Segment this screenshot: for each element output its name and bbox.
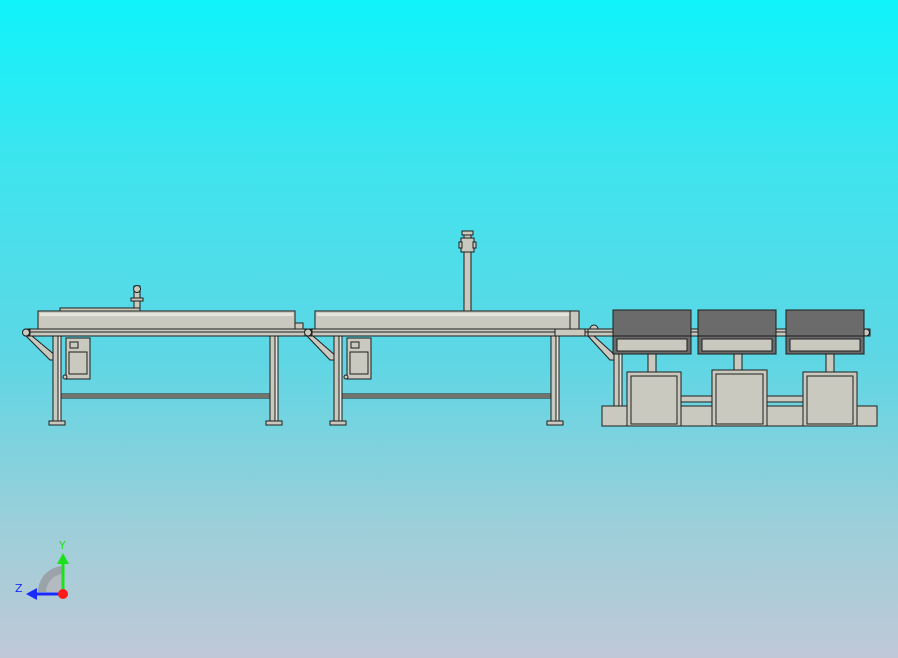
bay-3-upper-panel: [785, 309, 865, 337]
bay-2-upper-panel: [697, 309, 777, 337]
bay-2-cabinet: [711, 369, 768, 427]
bay-3-cabinet: [802, 371, 858, 427]
conveyor-1: [22, 285, 306, 426]
sorting-station: [586, 309, 878, 427]
conveyor-2: [304, 230, 591, 426]
triad-z-label: Z: [15, 582, 23, 595]
bay-1-upper-panel: [612, 309, 692, 337]
view-orientation-triad: [26, 553, 69, 600]
bay-1-cabinet: [626, 371, 682, 427]
triad-y-label: Y: [59, 539, 66, 552]
